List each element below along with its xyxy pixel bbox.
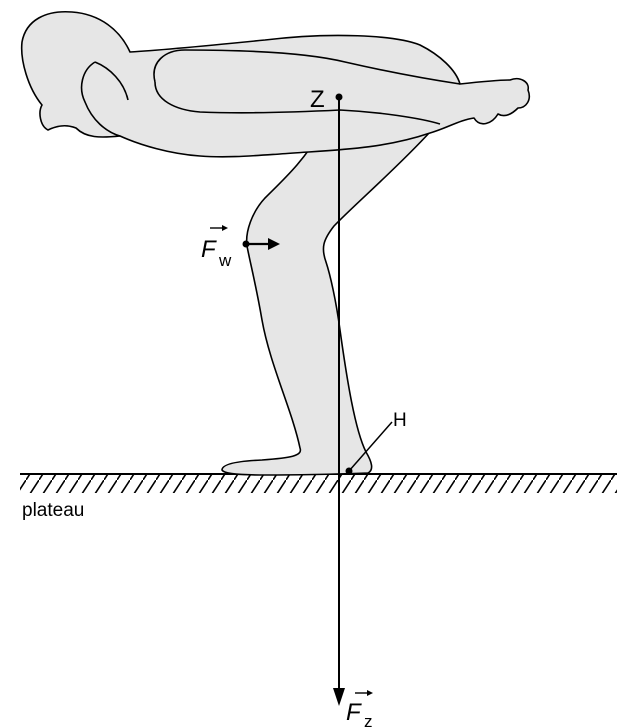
label-weight-force: F z bbox=[346, 690, 373, 727]
label-pivot-point: H bbox=[393, 410, 407, 431]
legs-shape bbox=[221, 131, 431, 476]
wall-force-vector bbox=[242, 238, 280, 250]
label-surface: plateau bbox=[22, 500, 84, 521]
pivot-leader-line bbox=[348, 421, 393, 472]
weight-force-subscript: z bbox=[364, 712, 373, 727]
gravity-arrowhead bbox=[333, 688, 345, 706]
wall-force-subscript: w bbox=[218, 251, 232, 270]
centre-of-gravity-dot bbox=[335, 93, 343, 101]
wall-force-symbol: F bbox=[201, 236, 217, 263]
gravity-vector bbox=[333, 93, 345, 706]
ground bbox=[20, 473, 617, 493]
upper-arm-contour bbox=[153, 49, 461, 125]
person-silhouette bbox=[20, 10, 531, 476]
pivot-marker bbox=[345, 421, 393, 475]
weight-force-symbol: F bbox=[346, 699, 362, 726]
label-centre-of-gravity: Z bbox=[310, 86, 325, 113]
head-contour bbox=[80, 61, 129, 137]
torso-shape bbox=[20, 10, 531, 158]
label-wall-force: F w bbox=[201, 225, 232, 270]
knee-force-arrowhead bbox=[268, 238, 280, 250]
